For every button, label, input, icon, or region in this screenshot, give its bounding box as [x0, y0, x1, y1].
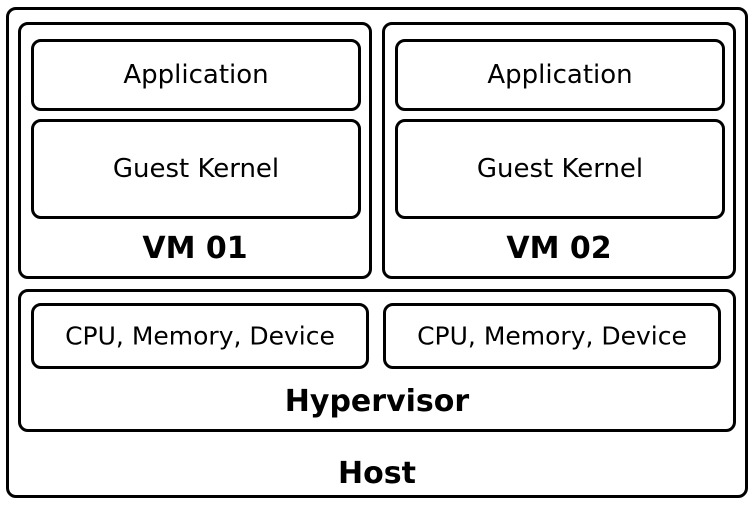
vm-01-guest-kernel-label: Guest Kernel [112, 154, 280, 184]
hypervisor-resource-label-2: CPU, Memory, Device [417, 321, 687, 351]
hypervisor-label: Hypervisor [284, 384, 470, 419]
vm-02-application-box: Application [395, 39, 725, 111]
vm-02-application-label: Application [487, 60, 633, 90]
hypervisor-resource-box-1: CPU, Memory, Device [31, 303, 369, 369]
host-label: Host [338, 456, 416, 491]
vm-01-application-label: Application [123, 60, 269, 90]
vm-01-label: VM 01 [142, 231, 248, 266]
vm-box-01: Application Guest Kernel VM 01 [18, 22, 372, 279]
vm-box-02: Application Guest Kernel VM 02 [382, 22, 736, 279]
vm-02-guest-kernel-box: Guest Kernel [395, 119, 725, 219]
hypervisor-resource-label-1: CPU, Memory, Device [65, 321, 335, 351]
hypervisor-resource-box-2: CPU, Memory, Device [383, 303, 721, 369]
vm-02-label: VM 02 [506, 231, 612, 266]
vm-01-application-box: Application [31, 39, 361, 111]
vm-02-guest-kernel-label: Guest Kernel [476, 154, 644, 184]
vm-01-guest-kernel-box: Guest Kernel [31, 119, 361, 219]
hypervisor-box: CPU, Memory, Device CPU, Memory, Device … [18, 289, 736, 432]
